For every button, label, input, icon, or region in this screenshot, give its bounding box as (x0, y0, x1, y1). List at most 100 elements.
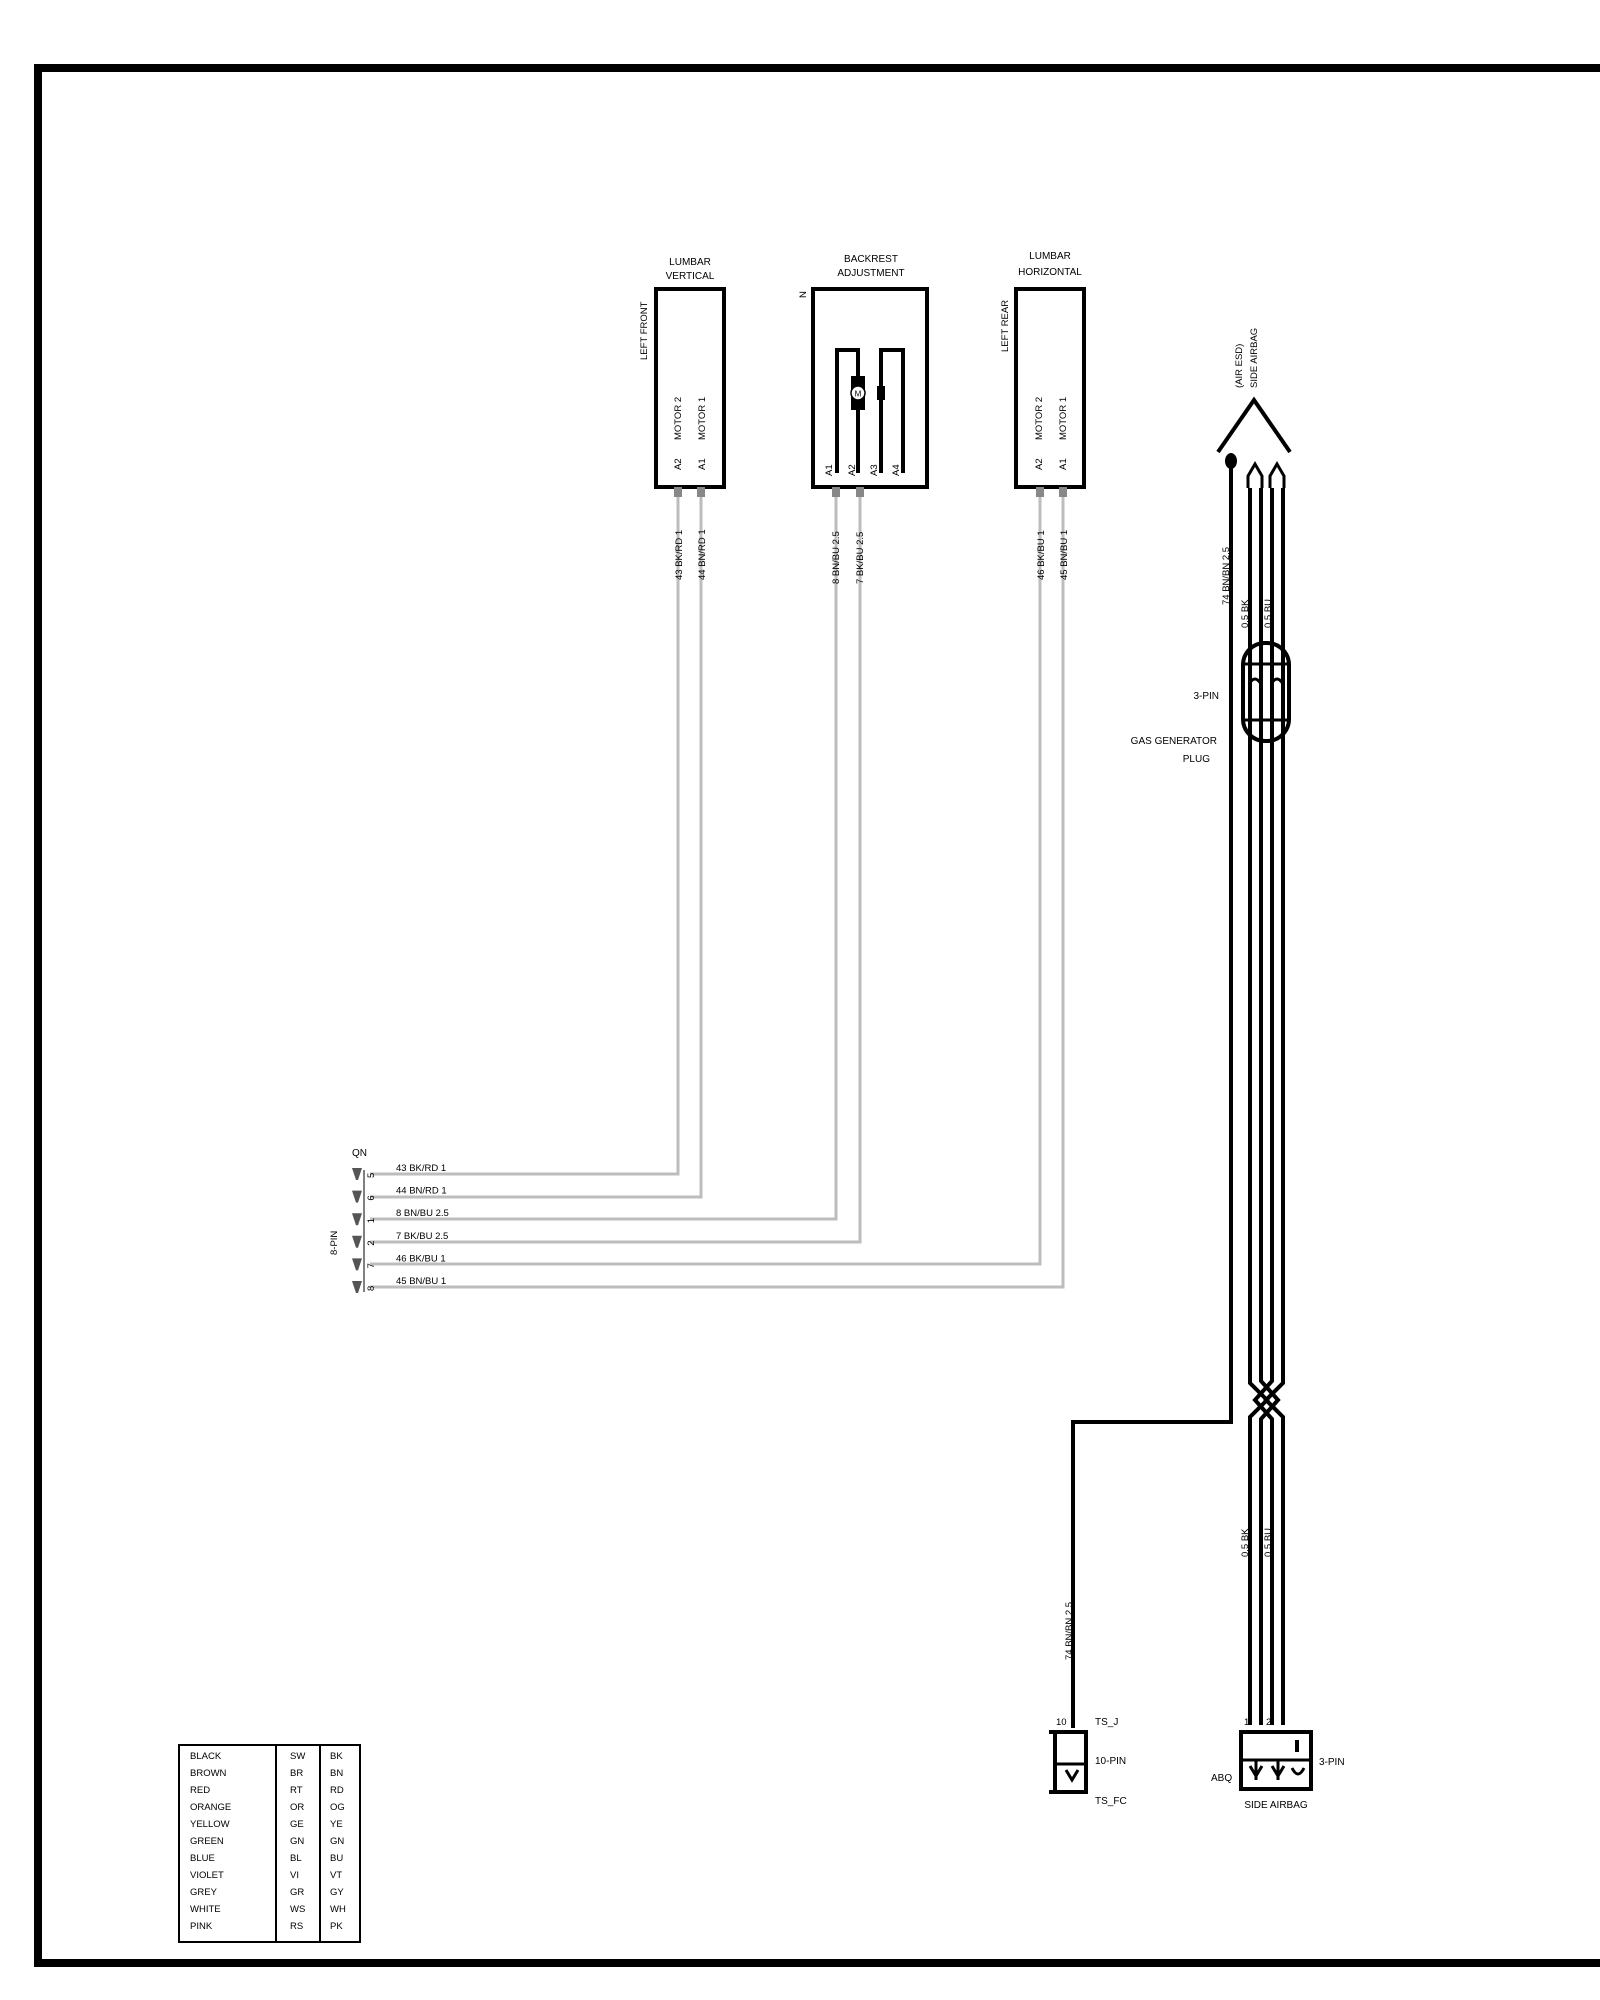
qn-pin-terminal-icon (352, 1258, 362, 1271)
backrest-title1: BACKREST (844, 254, 898, 265)
legend-cell: RS (290, 1921, 303, 1932)
backrest-terminal-a1 (832, 487, 840, 497)
wire-label-74-bottom: 74 BN/BN 2.5 (1064, 1602, 1075, 1660)
qn-pins: 8-PIN (329, 1231, 340, 1255)
legend-cell: PK (330, 1921, 343, 1932)
lumbar-horizontal-terminal-a1 (1059, 487, 1067, 497)
abq-wire-stubs (1254, 1760, 1280, 1780)
qn-wire-label: 45 BN/BU 1 (396, 1276, 446, 1287)
legend-cell: GREY (190, 1887, 218, 1898)
lumbar-vertical-box (654, 287, 726, 489)
qn-wire-label: 7 BK/BU 2.5 (396, 1231, 448, 1242)
legend-cell: GY (330, 1887, 344, 1898)
qn-wire-label: 43 BK/RD 1 (396, 1163, 446, 1174)
side-airbag-top: SIDE AIRBAG (AIR ESD) 74 BN/BN 2.5 0.5 B… (1071, 328, 1292, 1728)
gas-generator-plug: 3-PIN GAS GENERATOR PLUG (1131, 641, 1291, 765)
terminal-bk-icon (1246, 461, 1264, 488)
qn-pin-number: 5 (366, 1173, 377, 1178)
legend-cell: VIOLET (190, 1870, 224, 1881)
legend-cell: BN (330, 1768, 343, 1779)
legend-cell: BL (290, 1853, 302, 1864)
gas-plug-pins: 3-PIN (1193, 691, 1219, 702)
lumbar-horizontal-pin-a2: A2 (1034, 458, 1045, 470)
backrest-box (811, 287, 929, 489)
qn-wire-label: 46 BK/BU 1 (396, 1253, 446, 1264)
legend-cell: RD (330, 1785, 344, 1796)
signal-wires (370, 492, 1065, 1289)
gas-plug-pin-icon (1247, 677, 1285, 685)
backrest-pin-a2: A2 (847, 464, 858, 476)
harness-gap-bu-low (1275, 1421, 1280, 1723)
ts-body (1053, 1730, 1088, 1794)
legend-cell: GN (330, 1836, 344, 1847)
side-airbag-top-title1: SIDE AIRBAG (1249, 328, 1260, 388)
legend-cell: BLUE (190, 1853, 215, 1864)
qn-pin-number: 1 (366, 1218, 377, 1223)
wire-label-bk-bottom: 0.5 BK (1240, 1528, 1251, 1557)
abq-name: ABQ (1211, 1773, 1232, 1784)
lumbar-vertical-terminal-a2 (674, 487, 682, 497)
ts-pins: 10-PIN (1095, 1756, 1126, 1767)
backrest-pin-a1: A1 (824, 464, 835, 476)
legend-cell: BU (330, 1853, 343, 1864)
lumbar-vertical-title2: VERTICAL (666, 271, 715, 282)
lumbar-horizontal-title1: LUMBAR (1029, 251, 1071, 262)
motor-icon (850, 385, 866, 401)
legend-cell: OG (330, 1802, 345, 1813)
lower-harness: 0.5 BK 0.5 BU 74 BN/BN 2.5 (1064, 1528, 1274, 1660)
drawing-frame (34, 64, 1600, 1967)
legend-cell: WS (290, 1904, 305, 1915)
lumbar-vertical-motor1: MOTOR 1 (697, 397, 708, 440)
wire-label-44: 44 BN/RD 1 (697, 529, 708, 580)
ground-wire (1071, 462, 1233, 1728)
legend-cell: GREEN (190, 1836, 224, 1847)
qn-pin-terminal-icon (352, 1190, 362, 1203)
legend-cell: YELLOW (190, 1819, 230, 1830)
backrest-switch (877, 386, 885, 400)
wire-43 (370, 492, 680, 1176)
harness-gap-bk (1253, 490, 1258, 1380)
wire-label-8: 8 BN/BU 2.5 (831, 531, 842, 584)
legend-cell: BROWN (190, 1768, 227, 1779)
wire-46 (370, 492, 1042, 1266)
gas-plug-body (1241, 641, 1291, 743)
lumbar-vertical-side: LEFT FRONT (639, 301, 650, 360)
legend-cell: VI (290, 1870, 299, 1881)
wire-label-7: 7 BK/BU 2.5 (855, 532, 866, 584)
legend-cell: WH (330, 1904, 346, 1915)
ts-body-bevel (1049, 1730, 1057, 1794)
lumbar-vertical-motor2: MOTOR 2 (673, 397, 684, 440)
side-airbag-top-title2: (AIR ESD) (1234, 344, 1245, 388)
ts-name-bottom: TS_FC (1095, 1796, 1127, 1807)
abq-pins: 3-PIN (1319, 1757, 1345, 1768)
wire-label-46: 46 BK/BU 1 (1036, 530, 1047, 580)
lumbar-vertical-terminal-a1 (697, 487, 705, 497)
wire-7 (370, 492, 862, 1244)
abq-pin-2: 2 (1266, 1717, 1271, 1728)
backrest-title2: ADJUSTMENT (837, 268, 904, 279)
lumbar-horizontal-box (1014, 287, 1086, 489)
lumbar-vertical-pin-a2: A2 (673, 458, 684, 470)
legend-cell: PINK (190, 1921, 213, 1932)
wire-45 (370, 492, 1065, 1289)
wire-bk-inner (1259, 488, 1281, 1725)
lumbar-horizontal-side: LEFT REAR (1000, 300, 1011, 352)
backrest-internal-wiring (835, 348, 905, 473)
lumbar-vertical-pin-a1: A1 (697, 458, 708, 470)
ts-connector: 10 TS_J 10-PIN TS_FC (1049, 1717, 1127, 1807)
legend-cell: RED (190, 1785, 210, 1796)
lumbar-vertical-connector: LUMBAR VERTICAL LEFT FRONT MOTOR 2 MOTOR… (639, 257, 726, 580)
qn-wire-label: 44 BN/RD 1 (396, 1186, 447, 1197)
lumbar-horizontal-terminal-a2 (1036, 487, 1044, 497)
backrest-connector: BACKREST ADJUSTMENT N M A1 A2 A3 A4 8 BN… (798, 254, 929, 584)
ts-pin-10: 10 (1056, 1717, 1067, 1728)
legend-cell: GR (290, 1887, 304, 1898)
legend-border (178, 1744, 361, 1943)
wire-label-bu-bottom: 0.5 BU (1263, 1528, 1274, 1557)
harness-gap-bk-low (1253, 1421, 1258, 1723)
wire-44 (370, 492, 703, 1199)
